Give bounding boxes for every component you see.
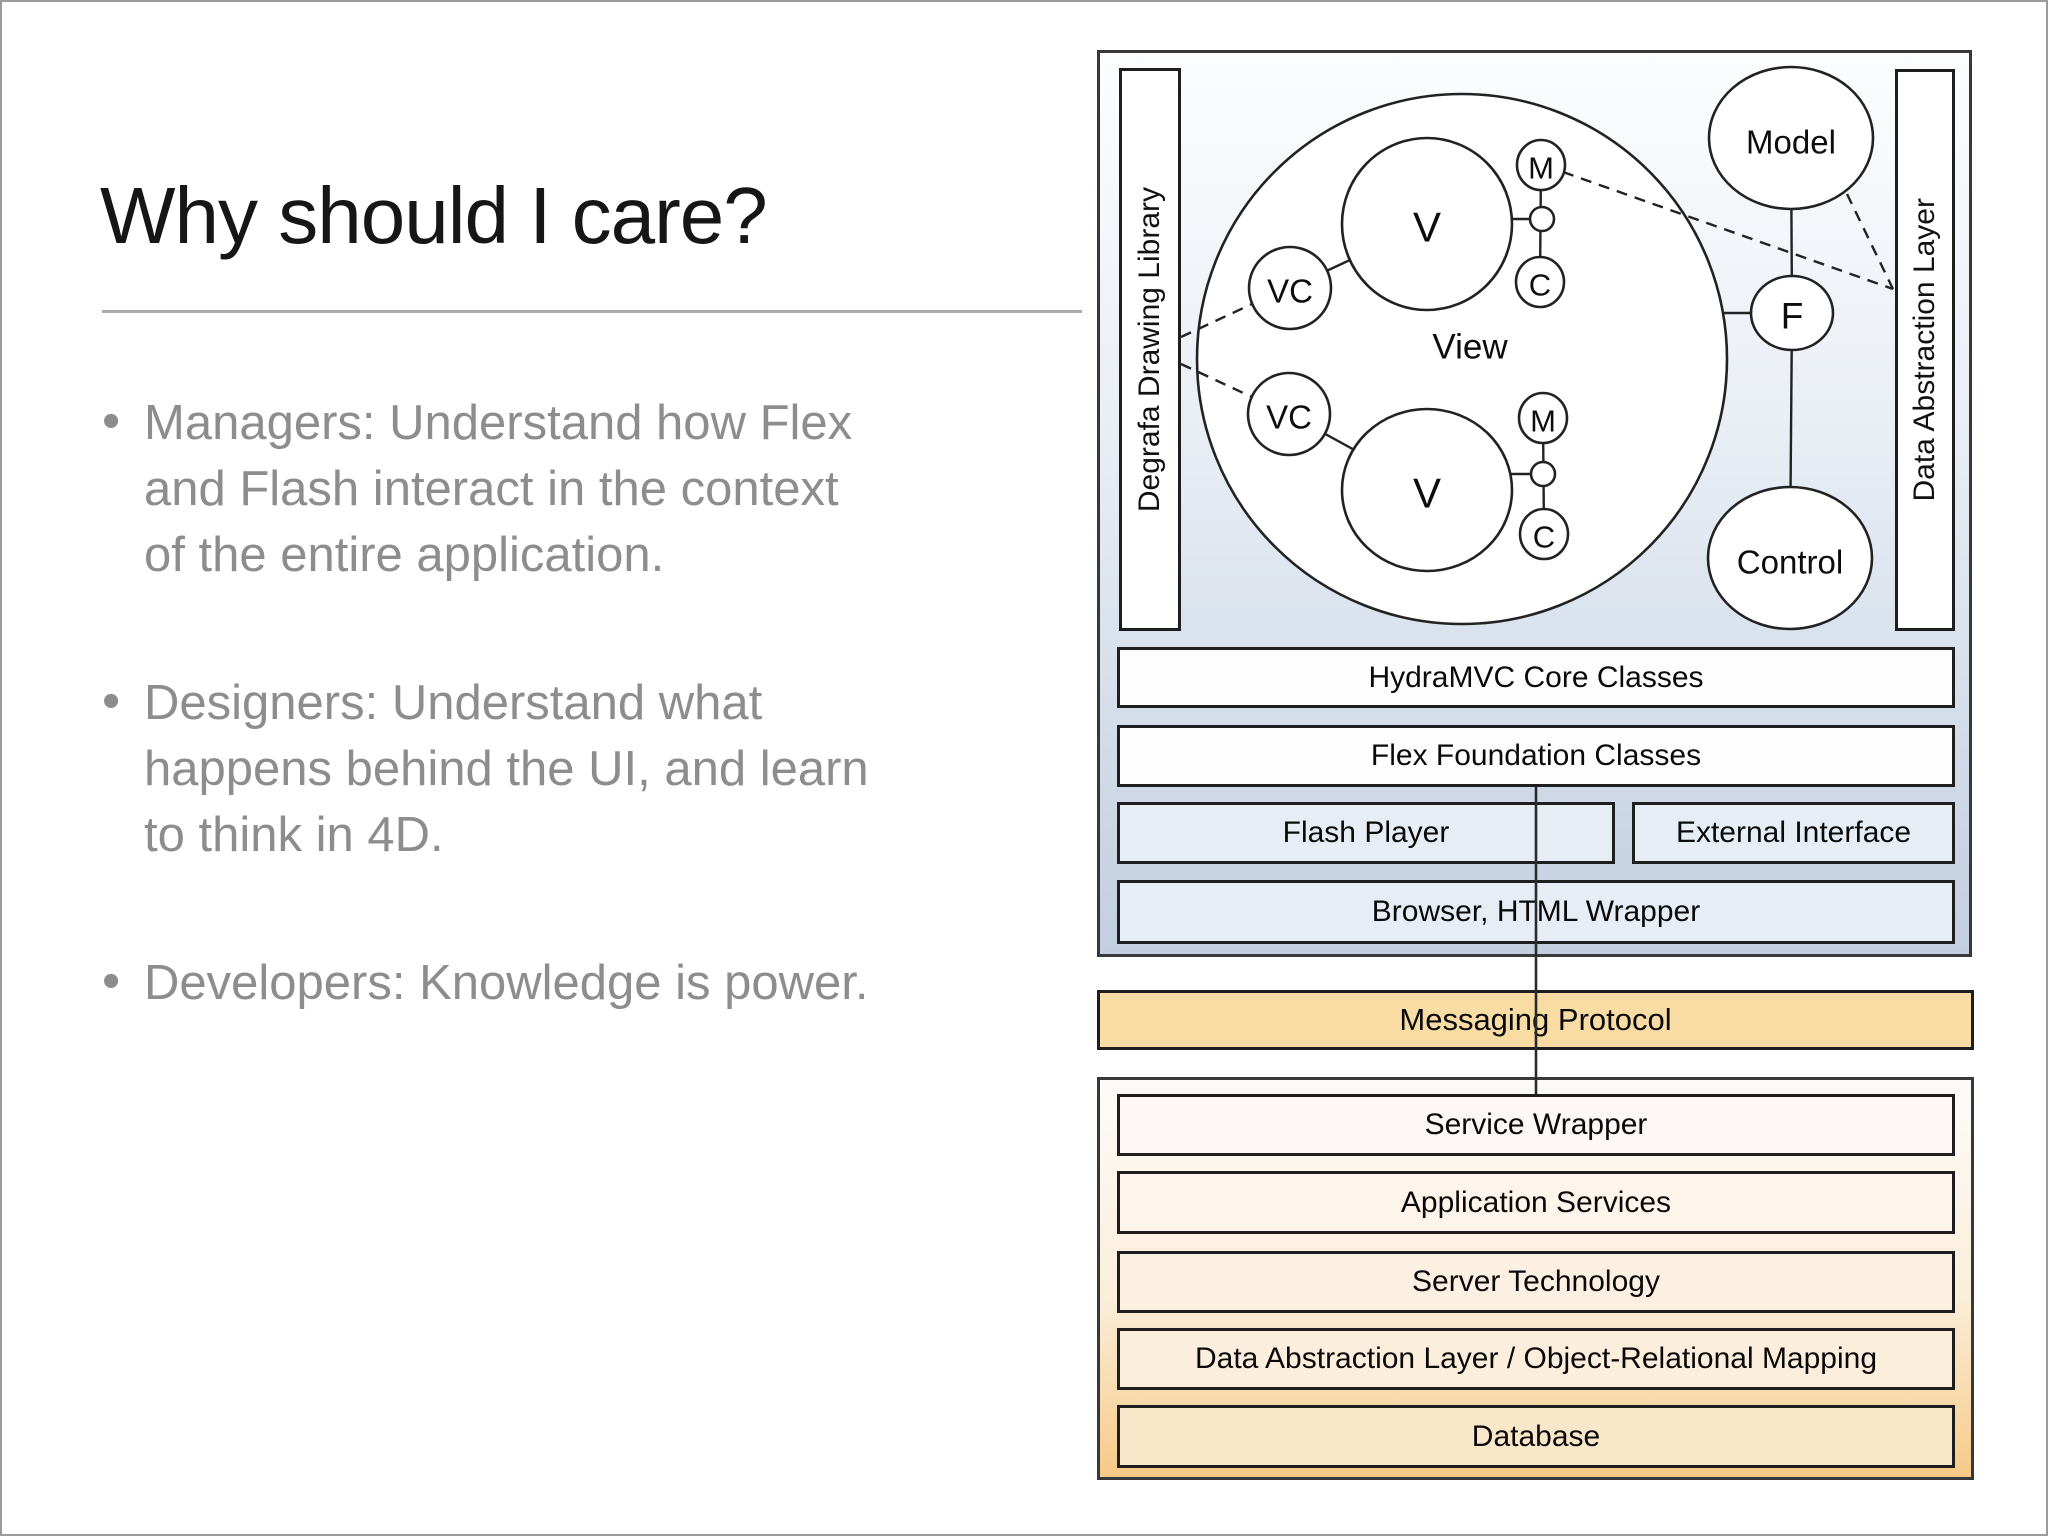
layer-flash-player: Flash Player xyxy=(1117,802,1615,864)
dal-bar-label: Data Abstraction Layer xyxy=(1908,198,1941,502)
layer-label: Data Abstraction Layer / Object-Relation… xyxy=(1194,1342,1878,1375)
layer-service-wrapper: Service Wrapper xyxy=(1117,1094,1955,1156)
bullet-line: Managers: Understand how Flex xyxy=(144,396,853,450)
bullet-dot: • xyxy=(102,392,121,450)
bullet-line: to think in 4D. xyxy=(144,808,444,862)
layer-label: Browser, HTML Wrapper xyxy=(1371,895,1701,928)
bullet-line: and Flash interact in the context xyxy=(144,462,839,516)
layer-external-interface: External Interface xyxy=(1632,802,1955,864)
bullet-dot: • xyxy=(102,952,121,1010)
layer-server-technology: Server Technology xyxy=(1117,1251,1955,1313)
layer-label: Application Services xyxy=(1400,1185,1672,1219)
bullet-text: Developers: Knowledge is power. xyxy=(144,950,869,1016)
layer-hydramvc-core-classes: HydraMVC Core Classes xyxy=(1117,647,1955,708)
bullet-designers: • Designers: Understand what happens beh… xyxy=(102,670,982,868)
bullet-text: Designers: Understand what happens behin… xyxy=(144,670,869,868)
degrafa-drawing-library-bar: Degrafa Drawing Library xyxy=(1119,68,1181,631)
bullet-line: happens behind the UI, and learn xyxy=(144,742,869,796)
bullet-text: Managers: Understand how Flex and Flash … xyxy=(144,390,852,588)
layer-flex-foundation-classes: Flex Foundation Classes xyxy=(1117,725,1955,787)
layer-label: Database xyxy=(1471,1419,1601,1453)
layer-label: Server Technology xyxy=(1412,1265,1660,1298)
layer-label: External Interface xyxy=(1675,816,1912,849)
layer-label: Service Wrapper xyxy=(1424,1108,1648,1141)
bullet-developers: • Developers: Knowledge is power. xyxy=(102,950,982,1016)
title-divider xyxy=(102,310,1082,313)
layer-browser-html-wrapper: Browser, HTML Wrapper xyxy=(1117,880,1955,944)
data-abstraction-layer-bar: Data Abstraction Layer xyxy=(1895,69,1955,631)
degrafa-bar-label: Degrafa Drawing Library xyxy=(1133,186,1166,513)
layer-label: HydraMVC Core Classes xyxy=(1368,660,1704,694)
layer-database: Database xyxy=(1117,1405,1955,1468)
layer-application-services: Application Services xyxy=(1117,1171,1955,1234)
bullet-line: Designers: Understand what xyxy=(144,676,763,730)
layer-label: Flash Player xyxy=(1282,816,1450,849)
bullet-managers: • Managers: Understand how Flex and Flas… xyxy=(102,390,982,588)
bullet-line: Developers: Knowledge is power. xyxy=(144,956,869,1010)
layer-messaging-protocol: Messaging Protocol xyxy=(1097,990,1974,1050)
bullet-line: of the entire application. xyxy=(144,528,665,582)
page-title: Why should I care? xyxy=(100,171,768,260)
layer-label: Messaging Protocol xyxy=(1399,1002,1672,1037)
bullet-dot: • xyxy=(102,672,121,730)
layer-dal-orm: Data Abstraction Layer / Object-Relation… xyxy=(1117,1328,1955,1390)
layer-label: Flex Foundation Classes xyxy=(1370,739,1702,772)
